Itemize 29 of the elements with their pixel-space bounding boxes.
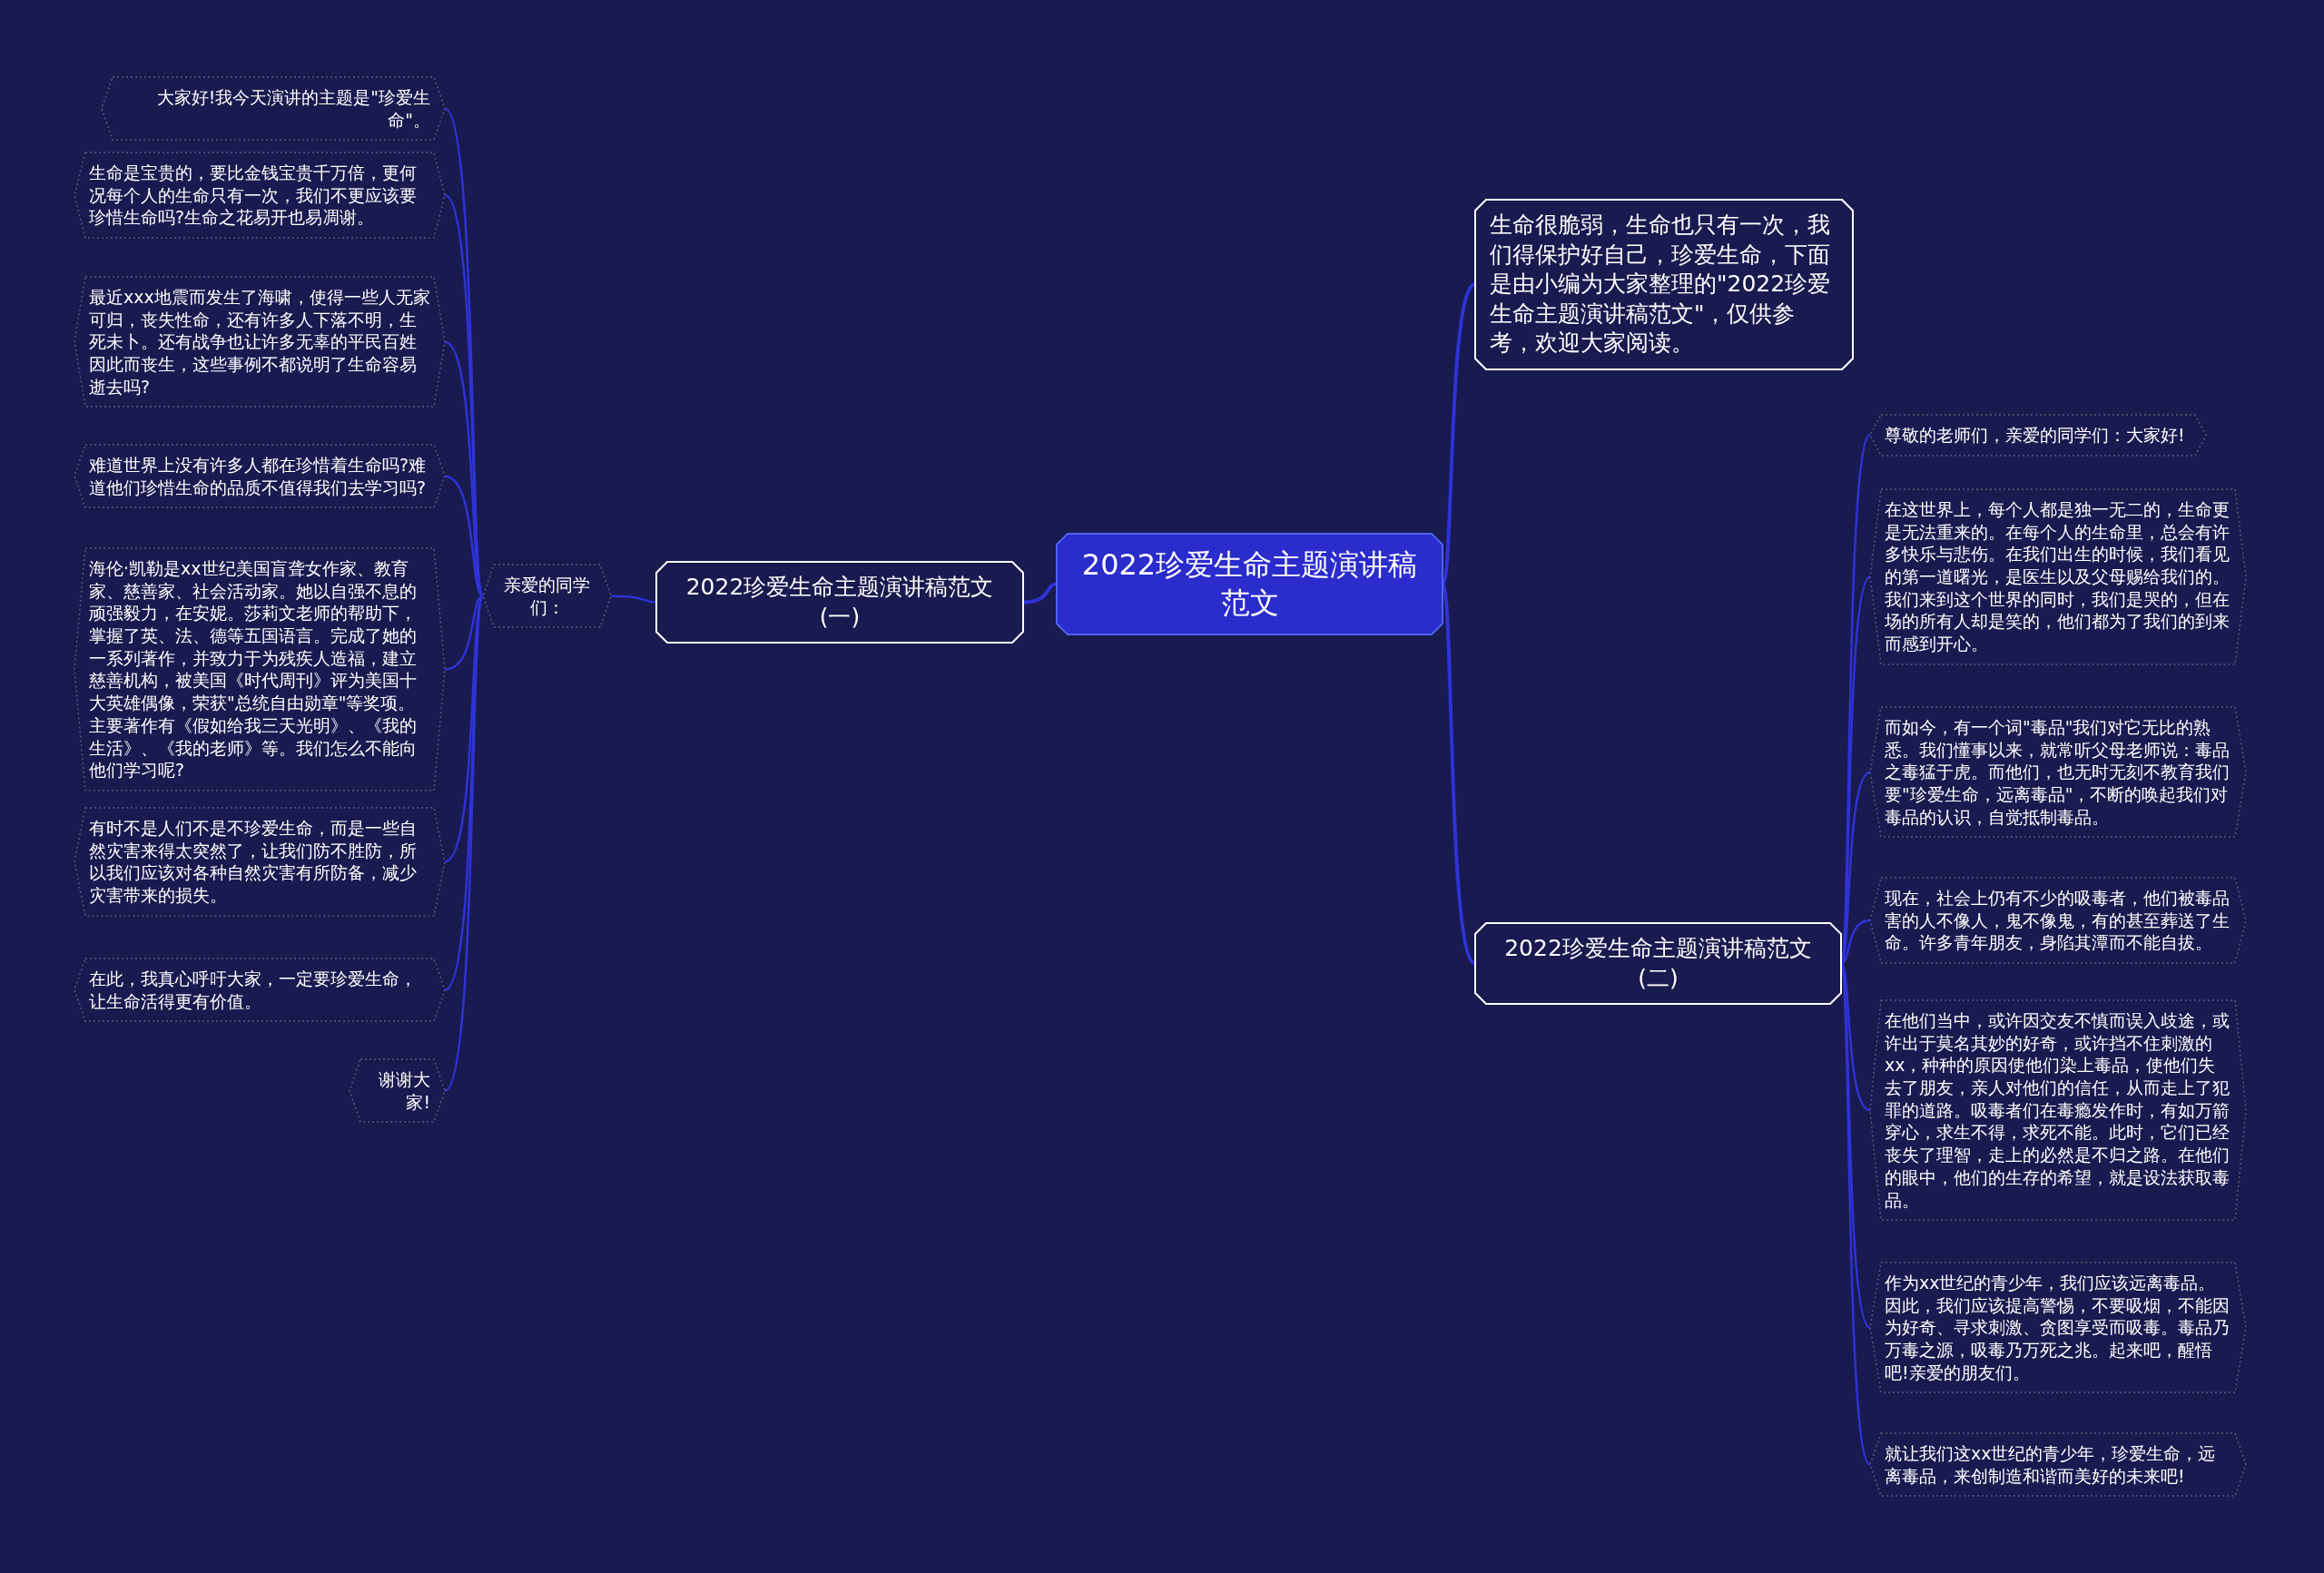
connector-line <box>1441 282 1477 585</box>
text-box: 难道世界上没有许多人都在珍惜着生命吗?难道他们珍惜生命的品质不值得我们去学习吗? <box>74 445 445 508</box>
text-box: 作为xx世纪的青少年，我们应该远离毒品。因此，我们应该提高警惕，不要吸烟，不能因为好奇、寻求刺激、贪图享受而吸毒。毒品乃万毒之源，吸毒乃万死之兆。起来吧，醒悟吧!亲爱的朋友们。 <box>1870 1263 2246 1393</box>
text-box: 现在，社会上仍有不少的吸毒者，他们被毒品害的人不像人，鬼不像鬼，有的甚至葬送了生命。许多青年朋友，身陷其潭而不能自拔。 <box>1870 878 2246 964</box>
connector-line <box>1022 582 1058 605</box>
text-box: 在他们当中，或许因交友不慎而误入歧途，或许出于莫名其妙的好奇，或许挡不住刺激的xx，种种的原因使他们染上毒品，使他们失去了朋友，亲人对他们的信任，从而走上了犯罪的道路。吸毒者们在毒瘾发作时，有如万箭穿心，求生不得，求死不能。此时，它们已经丧失了理智，走上的必然是不归之路。在他们的眼中，他们的生存的希望，就是设法获取毒品。 <box>1870 1000 2246 1221</box>
topic-box: 2022珍爱生命主题演讲稿范文(二) <box>1475 923 1841 1004</box>
text-box: 在此，我真心呼吁大家，一定要珍爱生命，让生命活得更有价值。 <box>74 959 445 1022</box>
text-box: 尊敬的老师们，亲爱的同学们：大家好! <box>1870 415 2206 456</box>
text-box: 大家好!我今天演讲的主题是"珍爱生命"。 <box>102 77 445 141</box>
topic-box: 生命很脆弱，生命也只有一次，我们得保护好自己，珍爱生命，下面是由小编为大家整理的"2022珍爱生命主题演讲稿范文"，仅供参考，欢迎大家阅读。 <box>1475 200 1853 369</box>
connector-line <box>1441 583 1477 965</box>
text-box: 有时不是人们不是不珍爱生命，而是一些自然灾害来得太突然了，让我们防不胜防，所以我们应该对各种自然灾害有所防备，减少灾害带来的损失。 <box>74 808 445 916</box>
connector-line <box>611 595 657 604</box>
connector-line <box>444 595 484 671</box>
text-box: 谢谢大家! <box>350 1059 445 1123</box>
central-topic-box: 2022珍爱生命主题演讲稿范文 <box>1057 534 1443 635</box>
text-box: 在这世界上，每个人都是独一无二的，生命更是无法重来的。在每个人的生命里，总会有许多快乐与悲伤。在我们出生的时候，我们看见的第一道曙光，是医生以及父母赐给我们的。我们来到这个世界的同时，我们是哭的，但在场的所有人却是笑的，他们都为了我们的到来而感到开心。 <box>1870 489 2246 664</box>
text-box: 而如今，有一个词"毒品"我们对它无比的熟悉。我们懂事以来，就常听父母老师说：毒品之毒猛于虎。而他们，也无时无刻不教育我们要"珍爱生命，远离毒品"，不断的唤起我们对毒品的认识，自觉抵制毒品。 <box>1870 707 2246 838</box>
text-box: 海伦·凯勒是xx世纪美国盲聋女作家、教育家、慈善家、社会活动家。她以自强不息的顽强毅力，在安妮。莎莉文老师的帮助下，掌握了英、法、德等五国语言。完成了她的一系列著作，并致力于为残疾人造福，建立慈善机构，被美国《时代周刊》评为美国十大英雄偶像，荣获"总统自由勋章"等奖项。主要著作有《假如给我三天光明》、《我的生活》、《我的老师》等。我们怎么不能向他们学习呢? <box>74 548 445 791</box>
text-box: 就让我们这xx世纪的青少年，珍爱生命，远离毒品，来创制造和谐而美好的未来吧! <box>1870 1433 2246 1497</box>
text-box: 生命是宝贵的，要比金钱宝贵千万倍，更何况每个人的生命只有一次，我们不更应该要珍惜生命吗?生命之花易开也易凋谢。 <box>74 152 445 239</box>
connector-line <box>444 475 484 597</box>
text-box: 最近xxx地震而发生了海啸，使得一些人无家可归，丧失性命，还有许多人下落不明，生死未卜。还有战争也让许多无辜的平民百姓因此而丧生，这些事例不都说明了生命容易逝去吗? <box>74 277 445 408</box>
text-box: 亲爱的同学们： <box>483 565 611 628</box>
topic-box: 2022珍爱生命主题演讲稿范文(一) <box>656 562 1023 643</box>
connector-line <box>1840 919 1871 965</box>
connector-line <box>444 595 485 1092</box>
connector-line <box>1840 962 1871 1112</box>
